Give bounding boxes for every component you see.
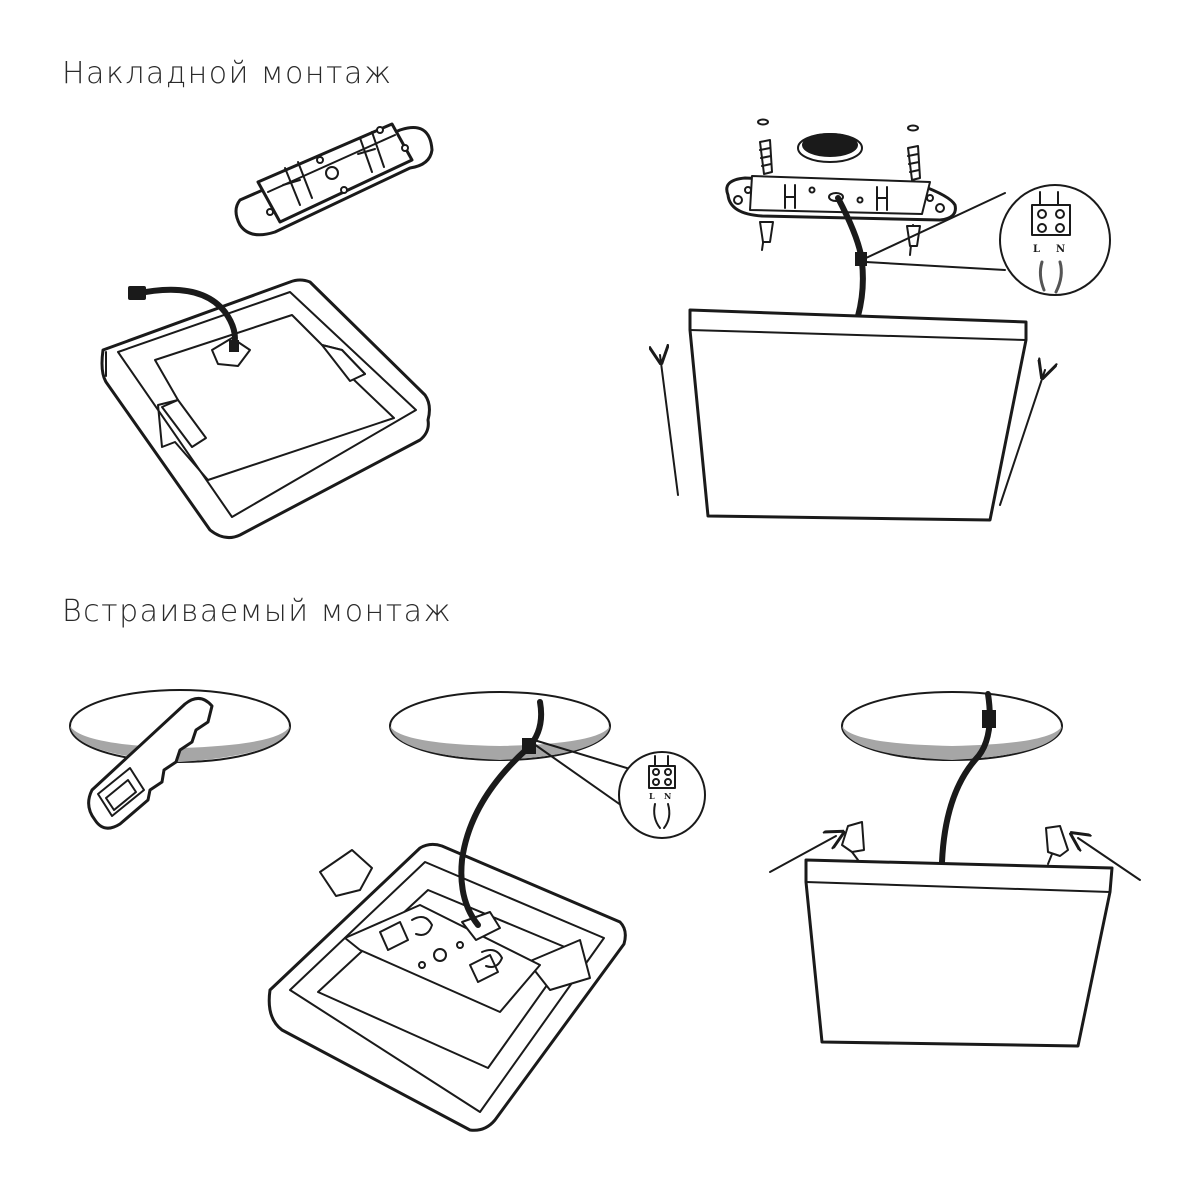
section-title-surface-mount: Накладной монтаж: [62, 56, 393, 91]
ceiling-cutout-saw: [69, 689, 291, 830]
panel-front-surface: [660, 308, 1045, 522]
wire-label-neutral: N: [1056, 244, 1065, 255]
panel-front-recessed: [769, 821, 1141, 1048]
recessed-wiring-hole: [389, 691, 611, 761]
panel-back-recessed: [267, 699, 627, 1132]
recessed-wire-label-neutral: N: [664, 791, 671, 801]
panel-back-with-cable: [100, 278, 431, 540]
mounting-bracket: [234, 122, 434, 237]
wiring-detail-callout: L N: [865, 184, 1111, 296]
wire-label-live: L: [1033, 244, 1040, 255]
section-title-recessed-mount: Встраиваемый монтаж: [62, 594, 453, 629]
recessed-wiring-callout: L N: [533, 739, 706, 839]
recessed-ceiling-hole-final: [841, 691, 1063, 865]
recessed-wire-label-live: L: [649, 791, 655, 801]
ceiling-bracket-assembly: [725, 118, 957, 319]
